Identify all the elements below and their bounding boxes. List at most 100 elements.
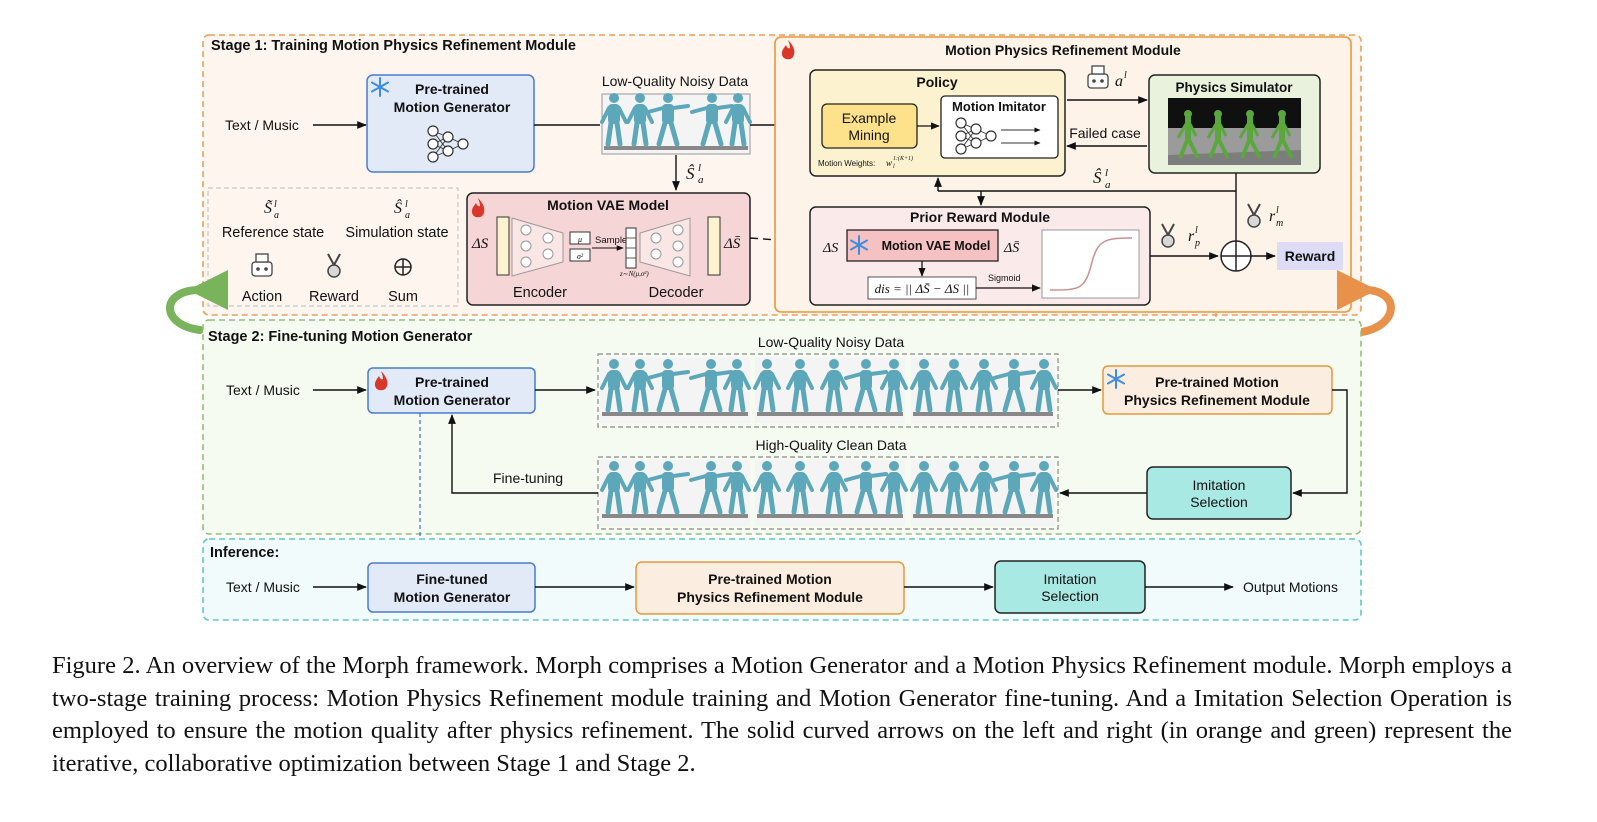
svg-text:l: l [405,199,408,210]
svg-text:Pre-trained Motion: Pre-trained Motion [708,571,832,587]
figure-caption: Figure 2. An overview of the Morph frame… [52,652,1512,777]
stage1-input-label: Text / Music [225,117,299,133]
failed-case-label: Failed case [1069,125,1141,141]
legend-sum: Sum [388,289,418,305]
example-mining-label: Example [842,110,897,126]
legend-action: Action [242,289,282,305]
svg-text:Decoder: Decoder [649,285,704,301]
finetuning-label: Fine-tuning [493,470,563,486]
svg-text:w: w [886,158,892,168]
physics-simulator-box: Physics Simulator [1148,74,1321,174]
svg-text:Mining: Mining [848,127,889,143]
svg-text:Ŝ: Ŝ [686,164,695,183]
svg-text:Imitation: Imitation [1193,477,1246,493]
inference-generator-box: Fine-tuned Motion Generator [367,562,536,613]
motion-imitator-label: Motion Imitator [952,99,1046,114]
legend-reference-state: Reference state [222,225,324,241]
inference-input-label: Text / Music [226,579,300,595]
svg-text:μ: μ [577,235,582,244]
action-label: a [1115,73,1123,90]
svg-text:Selection: Selection [1190,494,1248,510]
motion-vae-box: Motion VAE Model ΔS μ σ² Sample z∼N(μ,σ²… [466,192,751,306]
svg-text:l: l [893,164,895,170]
svg-text:l: l [1276,205,1279,216]
svg-text:Physics Refinement Module: Physics Refinement Module [1124,392,1310,408]
stage1-noisy-data-strip [602,93,750,155]
svg-text:Pre-trained Motion: Pre-trained Motion [1155,374,1279,390]
rp-label: r [1188,228,1195,245]
iteration-arrow-orange [1336,269,1395,336]
sum-icon [394,258,412,276]
svg-text:Imitation: Imitation [1044,571,1097,587]
svg-text:S̃: S̃ [264,199,273,217]
stage2-generator-box: Pre-trained Motion Generator [367,367,536,414]
svg-text:Sample: Sample [595,235,627,246]
dis-formula: dis = || ΔS̄ − ΔS || [875,281,970,296]
reward-box [1277,242,1343,270]
stage1-title: Stage 1: Training Motion Physics Refinem… [211,38,576,54]
svg-text:Physics Simulator: Physics Simulator [1175,80,1293,95]
svg-text:Pre-trained: Pre-trained [415,81,489,97]
svg-text:ΔS̄: ΔS̄ [723,236,741,252]
stage2-title: Stage 2: Fine-tuning Motion Generator [208,329,473,345]
svg-text:l: l [1124,70,1127,81]
stage2-clean-data-strip [597,456,1059,530]
prior-reward-box: Prior Reward Module ΔS Motion VAE Model … [809,206,1151,306]
mprm-title: Motion Physics Refinement Module [945,42,1181,58]
svg-text:ΔS: ΔS [822,241,838,256]
reward-label: Reward [1285,248,1336,264]
svg-text:σ²: σ² [577,252,584,261]
reference-state-label: Ŝ la [686,162,704,186]
stage2-imitation-box: Imitation Selection [1146,466,1292,520]
svg-text:Policy: Policy [916,74,957,90]
output-motions-label: Output Motions [1243,579,1338,595]
svg-text:l: l [1105,167,1108,179]
svg-text:l: l [698,162,701,174]
svg-text:1:(K+1): 1:(K+1) [893,155,913,162]
svg-text:l: l [274,199,277,210]
svg-text:p: p [1194,238,1200,249]
svg-text:Motion Generator: Motion Generator [394,99,511,115]
rm-label: r [1269,208,1276,225]
svg-text:Ŝ: Ŝ [1093,168,1102,187]
svg-text:a: a [1105,179,1111,191]
svg-text:Fine-tuned: Fine-tuned [416,571,488,587]
stage2-refine-box: Pre-trained Motion Physics Refinement Mo… [1102,365,1333,415]
legend-simulation-state: Simulation state [345,225,448,241]
svg-text:Motion VAE Model: Motion VAE Model [547,197,669,213]
inference-imitation-box: Imitation Selection [994,560,1146,614]
sum-icon [1220,240,1252,272]
svg-text:l: l [1195,225,1198,236]
stage1-noisy-label: Low-Quality Noisy Data [602,73,748,89]
svg-text:Motion Generator: Motion Generator [394,392,511,408]
stage2-clean-label: High-Quality Clean Data [756,437,907,453]
svg-text:Ŝ: Ŝ [394,198,402,217]
stage2-noisy-data-strip [597,353,1059,428]
svg-text:Motion Generator: Motion Generator [394,589,511,605]
iteration-arrow-green [166,269,229,334]
svg-text:a: a [405,210,410,221]
stage2-input-label: Text / Music [226,382,300,398]
svg-text:a: a [274,210,279,221]
svg-text:a: a [698,174,704,186]
svg-text:Physics Refinement Module: Physics Refinement Module [677,589,863,605]
svg-text:Prior Reward Module: Prior Reward Module [910,209,1050,225]
inference-title: Inference: [210,545,279,561]
svg-text:Selection: Selection [1041,588,1099,604]
svg-text:z∼N(μ,σ²): z∼N(μ,σ²) [619,270,649,278]
svg-text:ΔS: ΔS [471,236,489,252]
stage1-generator-box: Pre-trained Motion Generator [366,74,535,173]
legend-reward: Reward [309,289,359,305]
policy-box: Policy Example Mining Motion Imitator Mo… [809,69,1066,177]
svg-text:Motion VAE Model: Motion VAE Model [882,239,991,253]
svg-text:Motion Weights:: Motion Weights: [818,159,875,168]
svg-text:m: m [1276,218,1283,229]
inference-refine-box: Pre-trained Motion Physics Refinement Mo… [635,561,905,615]
svg-text:Sigmoid: Sigmoid [988,273,1021,283]
svg-text:Encoder: Encoder [513,285,567,301]
svg-text:Pre-trained: Pre-trained [415,374,489,390]
svg-text:ΔS̄: ΔS̄ [1003,241,1020,256]
stage2-noisy-label: Low-Quality Noisy Data [758,334,904,350]
